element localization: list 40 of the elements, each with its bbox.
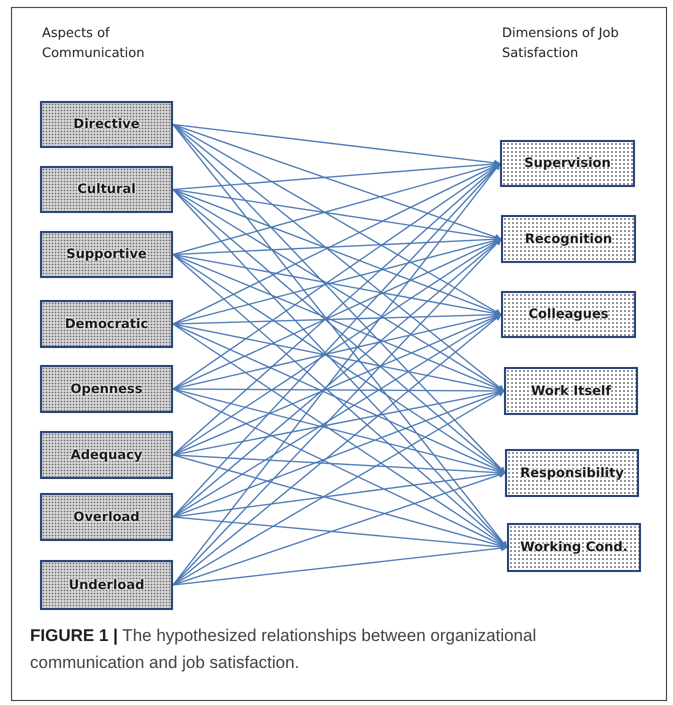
aspect-box — [40, 300, 173, 348]
dimension-box — [501, 215, 636, 263]
arrow — [172, 124, 501, 166]
aspect-box — [40, 560, 173, 610]
node-label: Work Itself — [530, 384, 612, 398]
aspect-box — [40, 431, 173, 479]
column-heading: Aspects of Communication — [42, 25, 146, 63]
node-label: Democratic — [64, 316, 148, 332]
node-label: Overload — [73, 510, 140, 524]
arrow — [172, 516, 508, 550]
aspect-box — [40, 365, 173, 413]
arrow — [172, 188, 502, 316]
node-label: Underload — [68, 578, 144, 592]
aspect-box — [40, 101, 173, 148]
node-label: Directive — [73, 117, 140, 132]
node-label: Recognition — [524, 232, 612, 246]
arrow — [172, 124, 502, 240]
node-label: Working Cond. — [520, 540, 628, 555]
node-label: Openness — [70, 382, 142, 396]
aspect-box — [40, 493, 173, 541]
dimension-box — [505, 449, 639, 497]
aspect-box — [40, 231, 173, 278]
arrow — [172, 472, 506, 586]
figure-caption: FIGURE 1 | The hypothesized relationships between organizational communication and job satisfaction. — [30, 625, 538, 674]
aspect-box — [40, 166, 173, 213]
dimension-box — [507, 523, 641, 572]
arrow — [172, 160, 501, 190]
arrow — [172, 124, 506, 474]
node-label: Supervision — [524, 156, 611, 171]
column-heading: Dimensions of Job Satisfaction — [502, 25, 620, 63]
dimension-box — [501, 291, 636, 338]
node-label: Cultural — [77, 182, 136, 197]
arrow — [172, 124, 508, 548]
node-label: Supportive — [66, 247, 147, 262]
dimension-box — [504, 367, 638, 415]
dimension-box — [500, 140, 635, 187]
arrow — [172, 544, 508, 586]
node-label: Responsibility — [520, 466, 624, 480]
node-label: Adequacy — [70, 448, 142, 462]
node-label: Colleagues — [528, 307, 609, 322]
